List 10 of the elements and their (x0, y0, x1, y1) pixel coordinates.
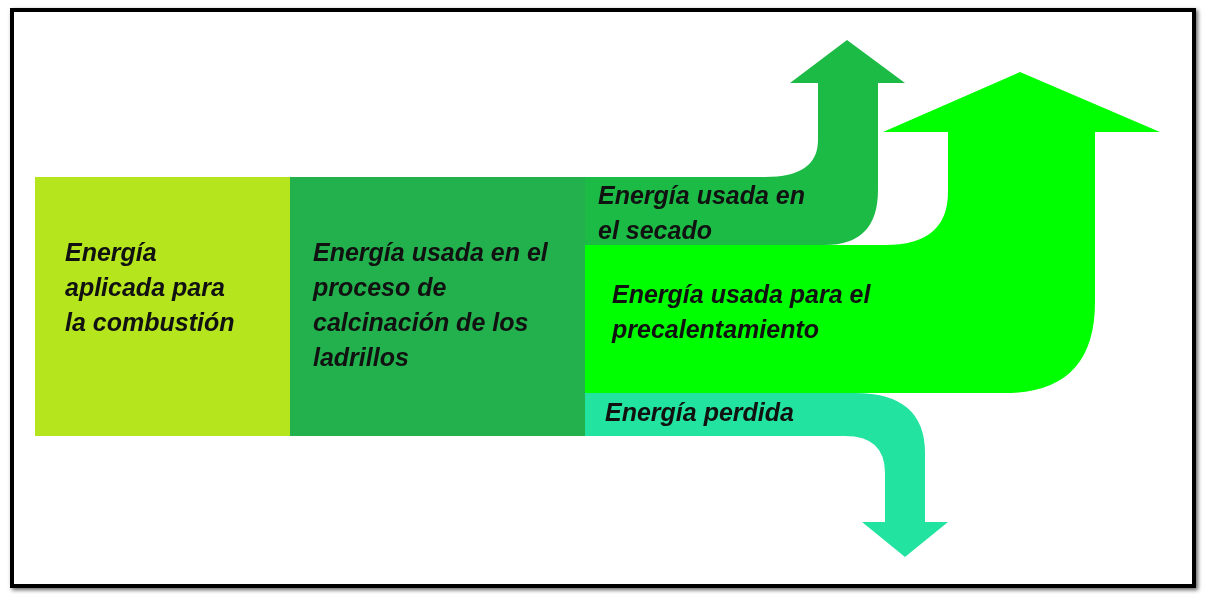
flow-arrow (585, 72, 1160, 393)
node-label: Energía usada para el precalentamiento (612, 279, 872, 345)
node-label: Energía aplicada para la combustión (65, 237, 236, 338)
process-box (290, 177, 585, 436)
node-label: Energía perdida (605, 397, 795, 428)
node-label: Energía usada en el secado (598, 180, 807, 246)
node-label: Energía usada en el proceso de calcinación de los ladrillos (313, 237, 549, 373)
process-box (35, 177, 290, 436)
flow-arrow (585, 40, 905, 245)
flow-arrow (585, 393, 948, 557)
